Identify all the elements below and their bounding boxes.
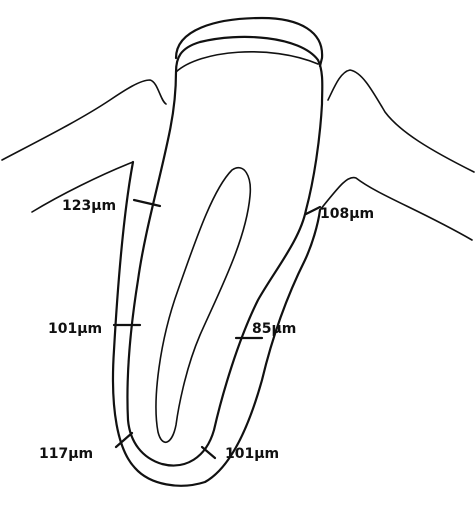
right-tissue-contour xyxy=(328,70,474,172)
measurement-label-lower-left: 117µm xyxy=(39,446,93,462)
measure-tick-upper-left xyxy=(134,200,160,206)
measurement-label-upper-right: 108µm xyxy=(320,206,374,222)
measurement-label-upper-left: 123µm xyxy=(62,198,116,214)
left-tissue-contour xyxy=(2,80,166,160)
measurement-label-lower-right: 101µm xyxy=(225,446,279,462)
measure-tick-upper-right xyxy=(306,207,320,214)
pulp-canal xyxy=(156,168,250,443)
crown-inner-line xyxy=(176,52,318,72)
measure-tick-lower-right xyxy=(202,447,215,458)
measurement-label-middle-left: 101µm xyxy=(48,321,102,337)
measurement-label-middle-right: 85µm xyxy=(252,321,296,337)
